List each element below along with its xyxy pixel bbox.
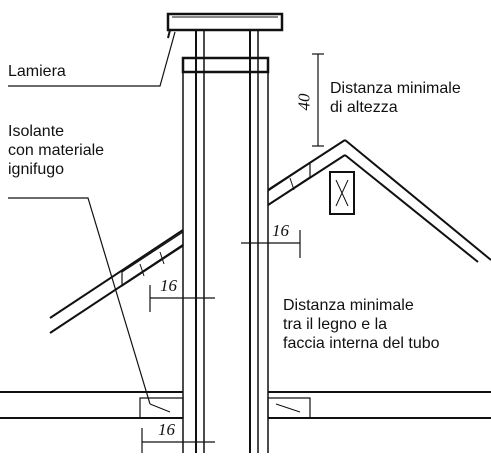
label-min-wood-line3: faccia interna del tubo [283,335,440,352]
roof-right-insulation [267,161,311,207]
floor-left-insulation [139,397,184,419]
label-isolante-line1: Isolante [8,123,65,140]
dim-label-16-floor: 16 [158,420,175,439]
label-min-wood-line2: tra il legno e la [283,316,388,333]
dim-label-16-roof: 16 [272,221,289,240]
label-min-height-line2: di altezza [330,99,398,116]
lamiera-leader [8,31,176,87]
label-lamiera: Lamiera [8,63,66,80]
dim-label-40: 40 [294,93,314,111]
label-isolante-line3: ignifugo [8,161,65,178]
label-min-wood-line1: Distanza minimale [283,297,414,314]
ridge-beam [329,171,355,215]
ridge [344,139,491,263]
label-min-height: Distanza minimale di altezza [330,79,461,117]
roof-left-insulation [121,230,184,288]
cap-drip [167,29,171,39]
dim-label-16-wall: 16 [160,276,177,295]
chimney-cap [166,12,284,32]
label-isolante-line2: con materiale [8,142,105,159]
label-isolante: Isolante con materiale ignifugo [8,122,104,179]
roof-left-bottom [49,244,184,334]
floor-right-insulation [267,397,311,419]
isolante-leader [8,197,151,405]
roof-left-top [49,229,184,319]
label-min-wood-distance: Distanza minimale tra il legno e la facc… [283,296,440,353]
label-min-height-line1: Distanza minimale [330,80,461,97]
